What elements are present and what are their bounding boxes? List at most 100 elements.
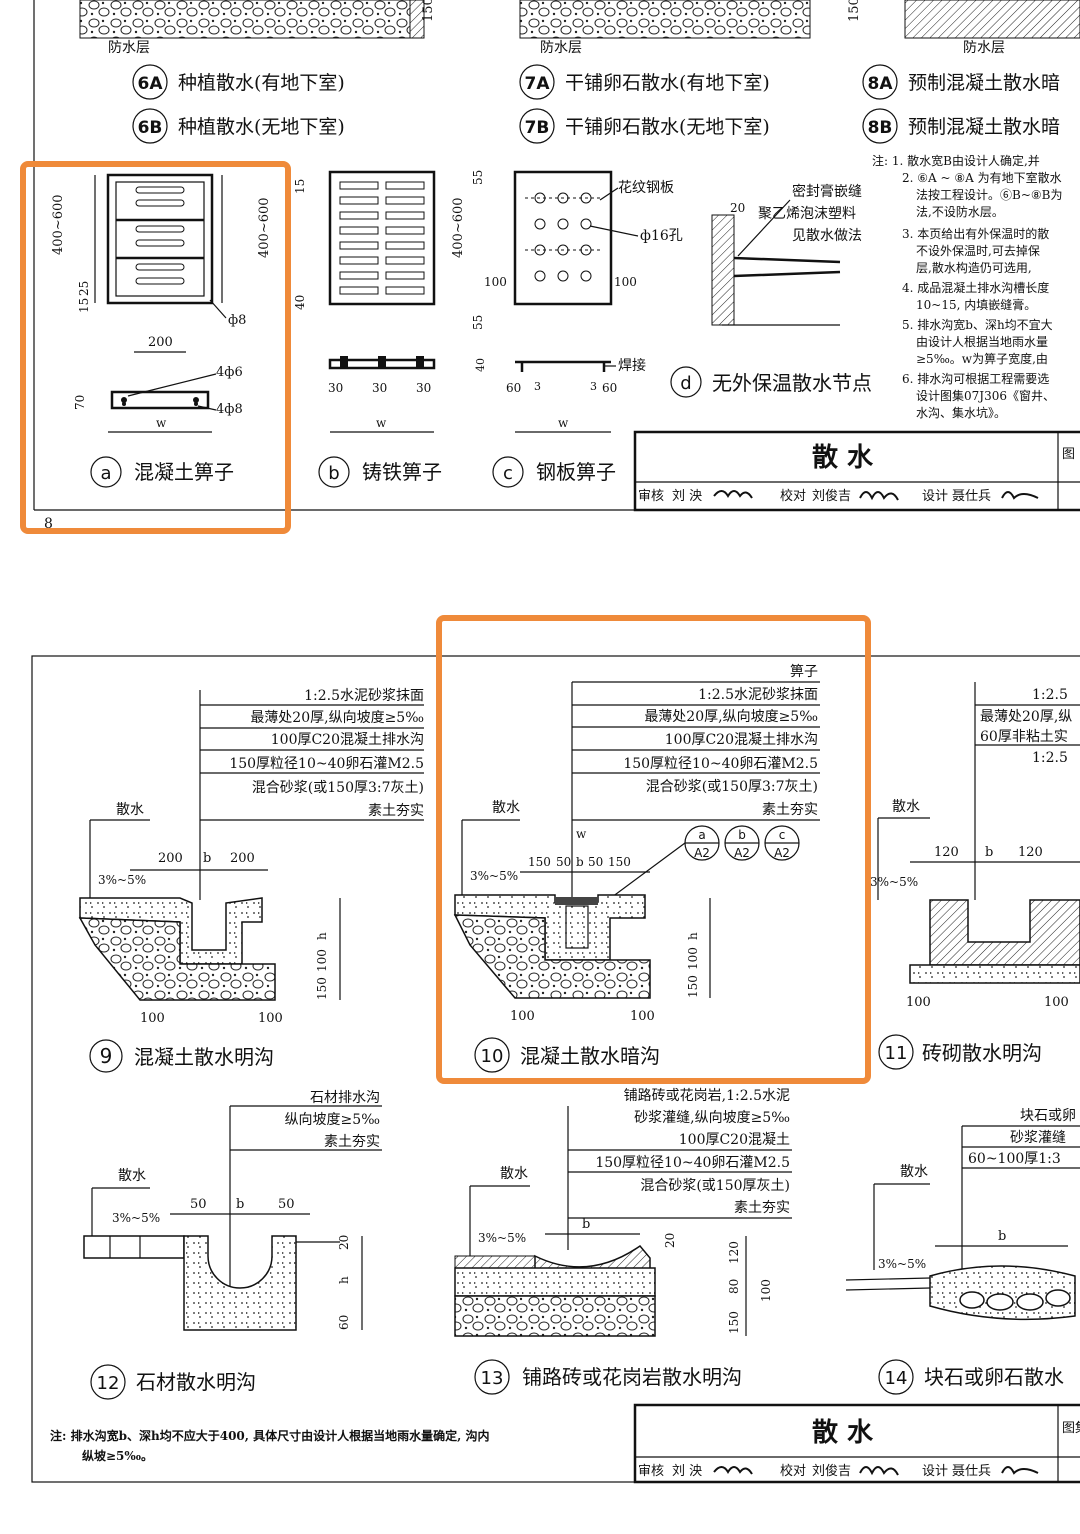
- top-title: 散 水: [812, 443, 874, 473]
- grate-b-dim-30-3: 30: [416, 381, 431, 395]
- note-line: 5. 排水沟宽b、深h均不宜大: [902, 317, 1053, 332]
- detail9-slope: 3%~5%: [98, 873, 146, 887]
- note-line: 由设计人根据当地雨水量: [916, 335, 1048, 349]
- detail10-dim: 50: [556, 855, 571, 869]
- bottom-check-label: 校对: [780, 1463, 806, 1479]
- detail-11: 1:2.5 最薄处20厚,纵 60厚非粘土实 1:2.5 散水 3%~5% 12…: [870, 682, 1080, 1070]
- grate-c-label-plate: 花纹钢板: [618, 180, 674, 196]
- detail13-name: 铺路砖或花岗岩散水明沟: [522, 1365, 742, 1389]
- bottom-title: 散 水: [812, 1418, 874, 1448]
- grate-c-name: 钢板箅子: [536, 460, 616, 484]
- waterproof-label-2: 防水层: [540, 40, 582, 56]
- detail11-num: 11: [885, 1043, 908, 1064]
- detail11-layer: 60厚非粘土实: [980, 729, 1068, 745]
- top-notes: 注: 1. 散水宽B由设计人确定,并 2. ⑥A ~ ⑧A 为有地下室散水 法按…: [872, 153, 1062, 420]
- grate-a-rebar2: 4ф8: [216, 402, 243, 417]
- detail10-dim-100-right: 100: [630, 1009, 655, 1024]
- detail9-dim-h: h: [315, 932, 329, 940]
- top-review-label: 审核: [638, 489, 664, 504]
- signature-5: [859, 1466, 899, 1476]
- detail-8b-id: 8B: [868, 118, 893, 138]
- detail14-layer: 块石或卵: [1020, 1108, 1076, 1124]
- bottom-note-line: 注: 排水沟宽b、深h均不应大于400, 具体尺寸由设计人根据当地雨水量确定, …: [50, 1428, 490, 1443]
- grate-a-w: w: [156, 416, 167, 430]
- detail-7a-id: 7A: [525, 74, 551, 94]
- ref-a-top: a: [698, 828, 705, 842]
- detail11-dim-120-left: 120: [934, 845, 959, 860]
- detail11-layer: 最薄处20厚,纵: [980, 709, 1072, 725]
- grate-a-dim-15: 15: [77, 298, 91, 313]
- grate-a-name: 混凝土箅子: [134, 460, 234, 484]
- detail10-name: 混凝土散水暗沟: [520, 1044, 660, 1068]
- detail10-layer: 100厚C20混凝土排水沟: [665, 732, 818, 748]
- ref-b-bottom: A2: [734, 846, 750, 860]
- detail12-dim-b: b: [236, 1197, 244, 1212]
- detail11-dim-100-right: 100: [1044, 995, 1069, 1010]
- signature-2: [859, 491, 899, 501]
- bottom-reviewer: 刘 泱: [672, 1464, 702, 1479]
- top-reviewer: 刘 泱: [672, 489, 702, 504]
- node-d-name: 无外保温散水节点: [712, 371, 872, 395]
- signature-4: [713, 1466, 753, 1475]
- detail11-dim-b: b: [985, 845, 993, 860]
- detail14-name: 块石或卵石散水: [924, 1365, 1064, 1389]
- grate-b: 15 40 30 30 30 w b 铸铁箅子: [293, 170, 442, 488]
- node-d-label-see: 见散水做法: [792, 228, 862, 244]
- detail10-layer: 素土夯实: [762, 802, 818, 818]
- detail12-dim-50-left: 50: [190, 1197, 207, 1212]
- note-line: 法,不设防水层。: [916, 204, 1004, 219]
- grate-b-name: 铸铁箅子: [362, 460, 442, 484]
- detail10-grate-label: 箅子: [790, 664, 818, 680]
- detail10-dim: 150: [608, 855, 631, 869]
- detail11-sanshui: 散水: [892, 799, 920, 815]
- note-line: 设计图集07J306《窗井、: [916, 388, 1055, 403]
- detail12-dim-60: 60: [337, 1315, 351, 1330]
- detail14-num: 14: [885, 1368, 908, 1389]
- bottom-sheet: 1:2.5水泥砂浆抹面 最薄处20厚,纵向坡度≥5‰ 100厚C20混凝土排水沟…: [31, 655, 1080, 1484]
- detail12-name: 石材散水明沟: [136, 1370, 256, 1394]
- detail-6b-id: 6B: [138, 118, 163, 138]
- top-design-label: 设计: [922, 489, 948, 504]
- highlight-detail-10: [436, 615, 871, 1084]
- note-line: 2. ⑥A ~ ⑧A 为有地下室散水: [902, 170, 1062, 185]
- detail9-layer: 混合砂浆(或150厚3:7灰土): [252, 780, 424, 796]
- detail-7a-name: 干铺卵石散水(有地下室): [565, 72, 770, 94]
- detail10-layer: 1:2.5水泥砂浆抹面: [698, 687, 818, 703]
- top-checker: 刘俊吉: [812, 489, 851, 504]
- detail-9: 1:2.5水泥砂浆抹面 最薄处20厚,纵向坡度≥5‰ 100厚C20混凝土排水沟…: [78, 688, 424, 1073]
- detail12-dim-h: h: [337, 1276, 351, 1284]
- detail11-slope: 3%~5%: [870, 875, 918, 889]
- top-atlas-label: 图: [1062, 447, 1075, 462]
- partial-detail-8: 防水层: [904, 0, 1080, 56]
- detail9-layer: 素土夯实: [368, 803, 424, 819]
- grate-a-phi8: ф8: [228, 313, 246, 328]
- grate-a-dim-height-right: 400~600: [257, 197, 272, 258]
- detail-titles: 6A 种植散水(有地下室) 6B 种植散水(无地下室) 7A 干铺卵石散水(有地…: [132, 64, 1060, 144]
- signature-1: [713, 490, 753, 499]
- detail9-layer: 100厚C20混凝土排水沟: [271, 732, 424, 748]
- detail9-dim-200-left: 200: [158, 851, 183, 866]
- grate-b-dim-15: 15: [293, 179, 307, 194]
- grate-c-dim-55-bottom: 55: [471, 315, 485, 330]
- ref-c-top: c: [779, 828, 786, 842]
- detail13-dim-100: 100: [759, 1279, 773, 1302]
- detail10-dim: 150: [528, 855, 551, 869]
- detail14-dim-b: b: [998, 1229, 1006, 1244]
- bottom-checker: 刘俊吉: [812, 1464, 851, 1479]
- grate-a-dim-25: 25: [77, 281, 91, 296]
- detail10-num: 10: [481, 1046, 504, 1067]
- grate-c-label-weld: 焊接: [618, 357, 646, 374]
- grate-c-dim-40: 40: [474, 358, 487, 372]
- detail10-dim-100-left: 100: [510, 1009, 535, 1024]
- detail10-dim-h: h: [686, 932, 700, 940]
- highlight-grate-a: [20, 161, 291, 534]
- grate-a: 400~600 400~600 15 25 ф8 200 4ф6 4ф8 70 …: [51, 173, 272, 488]
- detail10-dim-100: 100: [686, 947, 700, 970]
- detail13-dim-120: 120: [727, 1241, 741, 1264]
- detail9-sanshui: 散水: [116, 802, 144, 818]
- detail9-dim-100: 100: [315, 949, 329, 972]
- detail13-layer: 100厚C20混凝土: [679, 1132, 790, 1148]
- note-line: ≥5‰。w为箅子宽度,由: [916, 351, 1048, 366]
- note-line: 水沟、集水坑》。: [916, 405, 1006, 420]
- partial-detail-6: 防水层 150: [79, 0, 436, 56]
